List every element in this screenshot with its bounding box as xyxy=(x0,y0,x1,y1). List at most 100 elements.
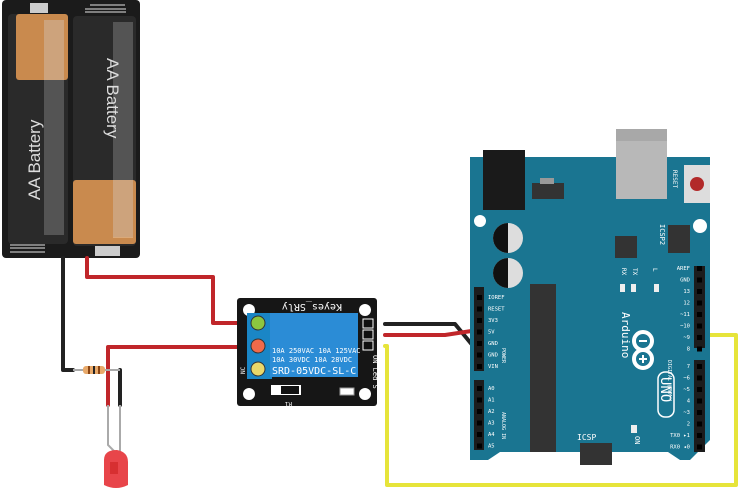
arduino-brand: Arduino xyxy=(619,312,632,358)
led xyxy=(104,405,128,488)
pin-label: 2 xyxy=(687,422,690,428)
atmega-chip xyxy=(530,284,556,452)
header-pin[interactable] xyxy=(697,277,702,283)
digital-header-top xyxy=(694,266,705,348)
reset-label: RESET xyxy=(671,170,678,188)
pin-label: VIN xyxy=(488,364,498,370)
pin-label: 5V xyxy=(488,330,495,336)
pin-label: A5 xyxy=(488,444,495,450)
pin-label: GND xyxy=(680,278,690,284)
wire-signal xyxy=(383,333,738,487)
header-pin[interactable] xyxy=(477,318,482,323)
header-pin[interactable] xyxy=(697,323,702,329)
header-pin[interactable] xyxy=(477,306,482,312)
terminal-no xyxy=(250,338,266,354)
header-pin[interactable] xyxy=(697,312,702,317)
header-pin[interactable] xyxy=(477,397,482,403)
rx-label: RX xyxy=(620,268,627,276)
battery-label-left: AA Battery xyxy=(25,119,44,200)
analog-header-label: ANALOG IN xyxy=(500,412,506,439)
pin-label: A3 xyxy=(488,421,495,427)
header-pin[interactable] xyxy=(697,444,702,450)
relay-r1: R1 xyxy=(284,400,292,407)
pin-label: IOREF xyxy=(488,295,505,301)
battery-holder: AA Battery AA Battery xyxy=(2,0,140,258)
icsp2-header xyxy=(668,225,690,253)
resistor xyxy=(73,366,120,374)
pin-label: GND xyxy=(488,353,498,359)
pin-label: ~11 xyxy=(680,312,690,318)
relay-nc-label: NC xyxy=(240,366,247,374)
pin-label: ~3 xyxy=(683,410,690,416)
header-pin[interactable] xyxy=(477,352,482,358)
pin-label: 8 xyxy=(687,347,690,353)
relay-rating-2: 10A 30VDC 10A 28VDC xyxy=(272,356,352,364)
wire-relay-to-led xyxy=(106,345,260,407)
header-pin[interactable] xyxy=(697,387,702,392)
wire-relay-5v xyxy=(383,328,480,337)
header-pin[interactable] xyxy=(697,346,702,352)
header-pin[interactable] xyxy=(697,433,702,438)
header-pin[interactable] xyxy=(477,386,482,391)
header-pin[interactable] xyxy=(697,375,702,381)
header-pin[interactable] xyxy=(477,443,482,449)
pin-label: 4 xyxy=(687,399,691,405)
pin-label: RX0 ◂0 xyxy=(670,445,690,451)
arduino-uno: RESET ICSP2 ICSP RX TX L ON Arduino xyxy=(470,129,710,469)
power-jack xyxy=(483,150,525,210)
header-pin[interactable] xyxy=(477,364,482,369)
pin-label: ~10 xyxy=(680,324,690,330)
relay-brand: Keyes_SRly xyxy=(282,301,342,312)
relay-rating-1: 10A 250VAC 10A 125VAC xyxy=(272,347,361,355)
header-pin[interactable] xyxy=(477,409,482,414)
pin-label: 13 xyxy=(683,289,690,295)
wire-battery-positive xyxy=(85,256,260,325)
relay-led-label: ON Led S xyxy=(371,355,379,389)
pin-label: A4 xyxy=(488,432,495,438)
battery-label-right: AA Battery xyxy=(103,58,122,139)
header-pin[interactable] xyxy=(697,289,702,294)
pin-label: A1 xyxy=(488,398,495,404)
header-pin[interactable] xyxy=(697,364,702,369)
analog-header xyxy=(474,380,484,450)
tx-label: TX xyxy=(631,268,638,276)
wire-battery-negative xyxy=(61,256,75,372)
header-pin[interactable] xyxy=(697,421,702,427)
pin-label: TX0 ▸1 xyxy=(670,433,690,439)
terminal-com xyxy=(250,315,266,331)
header-pin[interactable] xyxy=(697,410,702,415)
terminal-nc xyxy=(250,361,266,377)
power-header xyxy=(474,287,484,371)
wire-relay-gnd xyxy=(383,322,480,354)
pin-label: 3V3 xyxy=(488,318,498,324)
digital-header-label: DIGITAL (PWM~) xyxy=(666,360,672,402)
relay-part-number: SRD-05VDC-SL-C xyxy=(272,366,356,377)
arduino-model: UNO xyxy=(657,377,673,402)
power-header-label: POWER xyxy=(500,348,506,364)
header-pin[interactable] xyxy=(477,420,482,426)
pin-label: 12 xyxy=(683,301,690,307)
pin-label: GND xyxy=(488,341,498,347)
digital-header-bottom xyxy=(694,360,705,452)
header-pin[interactable] xyxy=(697,300,702,306)
relay-pin-minus xyxy=(362,318,374,329)
header-pin[interactable] xyxy=(477,432,482,437)
header-pin[interactable] xyxy=(477,329,482,335)
header-pin[interactable] xyxy=(477,295,482,300)
pin-label: ~5 xyxy=(683,387,690,393)
header-pin[interactable] xyxy=(477,341,482,346)
header-pin[interactable] xyxy=(697,335,702,340)
pin-label: AREF xyxy=(677,266,690,272)
battery-cell-right: AA Battery xyxy=(73,16,136,246)
pin-label: ~6 xyxy=(683,376,690,382)
arduino-logo-icon xyxy=(632,330,654,370)
battery-cell-left: AA Battery xyxy=(8,14,68,244)
header-pin[interactable] xyxy=(697,266,702,271)
header-pin[interactable] xyxy=(697,398,702,404)
relay-pin-signal xyxy=(362,340,374,351)
icsp-header xyxy=(580,443,612,465)
icsp2-label: ICSP2 xyxy=(658,224,666,245)
